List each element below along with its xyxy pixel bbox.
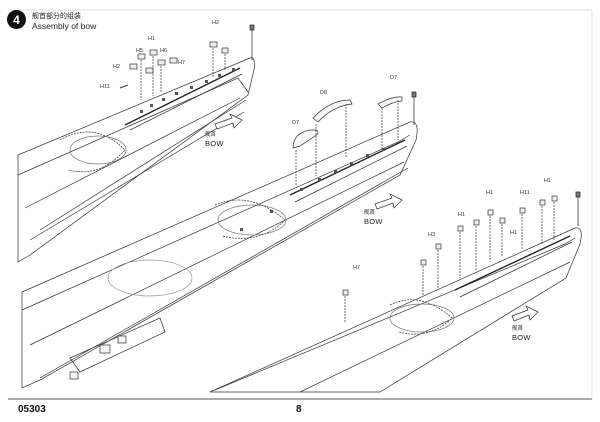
turret-ring (69, 135, 127, 165)
deck-house (69, 371, 79, 380)
bow-label-chinese: 舰首 (364, 210, 376, 216)
deck-edge (214, 237, 576, 391)
turret-ring (107, 259, 193, 297)
turret-ring (217, 204, 287, 236)
hull-view-1 (17, 24, 255, 263)
step-number-badge: 4 (7, 10, 26, 29)
hull-outline (17, 57, 255, 263)
deck-edge (39, 167, 409, 379)
turret-barbette (389, 299, 453, 335)
step-title-english: Assembly of bow (32, 21, 97, 31)
bow-label-english: BOW (205, 139, 224, 148)
assembly-arrow (511, 305, 539, 322)
part-label: D7 (292, 120, 300, 126)
bow-label-chinese: 舰首 (512, 326, 524, 332)
bow-staff-base (575, 191, 581, 198)
step-title-chinese: 舰首部分的组装 (32, 12, 81, 20)
part-label: H1 (486, 190, 494, 196)
part-label: H1 (148, 36, 156, 42)
catwalk (294, 145, 408, 203)
catwalk (124, 67, 241, 126)
deck-edge (17, 77, 249, 176)
deck-house (117, 335, 127, 344)
part-D7-right (377, 96, 403, 109)
deck-edge (24, 97, 241, 209)
bow-staff-base (411, 91, 417, 98)
bow-label-english: BOW (512, 333, 531, 342)
part-label: H2 (113, 64, 121, 70)
part-D7-left (292, 129, 319, 149)
assembly-arrow (214, 113, 243, 130)
hull-view-2 (21, 91, 418, 389)
part-label: H7 (353, 265, 361, 271)
bow-staff-base (249, 24, 255, 31)
deck-edge (299, 261, 571, 393)
part-group-H (119, 41, 229, 100)
catwalk (454, 235, 571, 291)
turret-barbette (214, 199, 286, 239)
part-label: H1 (458, 212, 466, 218)
deck-fittings (240, 148, 385, 231)
deck-fittings (140, 68, 235, 113)
page-number: 8 (296, 404, 302, 415)
product-code: 05303 (18, 404, 46, 415)
hull-waterline (39, 99, 247, 231)
part-label: H6 (160, 48, 168, 54)
deck-edge (21, 134, 411, 311)
hull-outline (209, 227, 582, 393)
part-label: H2 (212, 20, 220, 26)
part-label: H7 (178, 60, 186, 66)
part-label: D7 (390, 75, 398, 81)
hull-view-3 (209, 191, 582, 393)
part-label: H1 (510, 230, 518, 236)
part-group-H-lower (342, 195, 558, 322)
catwalk (459, 241, 573, 298)
turret-ring (389, 303, 455, 333)
bow-label-english: BOW (364, 217, 383, 226)
deck-edge (29, 111, 245, 241)
assembly-arrow (374, 193, 403, 210)
part-label: H5 (136, 48, 144, 54)
part-label: H11 (100, 84, 110, 90)
superstructure (69, 317, 166, 373)
deck-edge (29, 161, 405, 346)
catwalk (289, 139, 406, 196)
turret-barbette (59, 131, 126, 173)
part-label: D8 (320, 90, 328, 96)
catwalk (129, 73, 243, 131)
deck-house (99, 344, 111, 354)
part-label: H11 (520, 190, 530, 196)
part-D8 (312, 99, 353, 123)
part-label: H3 (428, 232, 436, 238)
hull-outline (21, 121, 418, 389)
part-label: H1 (544, 178, 552, 184)
bow-label-chinese: 舰首 (205, 132, 217, 138)
